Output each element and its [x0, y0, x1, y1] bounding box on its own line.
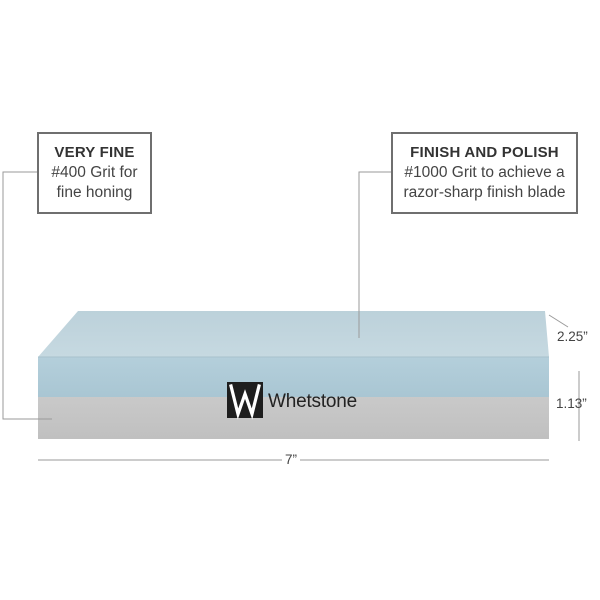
stone-front-grey-layer — [38, 397, 549, 439]
width-label: 7” — [282, 452, 301, 467]
right-leader-line — [358, 171, 391, 338]
stone-top-face — [38, 311, 549, 357]
bottom-height-label: 1.13” — [556, 396, 587, 411]
callout-line: #400 Grit for — [51, 164, 138, 181]
stone-front-blue-layer — [38, 357, 549, 397]
w-logo-icon — [227, 382, 263, 420]
very-fine-callout: VERY FINE #400 Grit for fine honing — [37, 132, 152, 214]
top-height-label: 2.25” — [557, 329, 588, 344]
callout-line: fine honing — [56, 184, 133, 201]
brand-name: Whetstone — [268, 391, 358, 412]
finish-and-polish-callout: FINISH AND POLISH #1000 Grit to achieve … — [391, 132, 578, 214]
callout-heading: VERY FINE — [54, 144, 135, 161]
left-leader-line — [2, 171, 52, 420]
callout-line: #1000 Grit to achieve a — [404, 164, 565, 181]
top-height-tick — [548, 314, 569, 328]
callout-line: razor-sharp finish blade — [403, 184, 566, 201]
callout-heading: FINISH AND POLISH — [410, 144, 559, 161]
